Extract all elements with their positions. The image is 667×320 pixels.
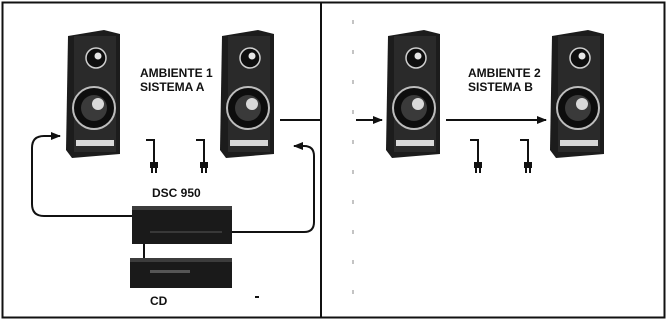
cd-player-unit bbox=[130, 258, 232, 288]
zone-1-title: AMBIENTE 1 SISTEMA A bbox=[140, 66, 213, 94]
power-plug-icon bbox=[196, 140, 208, 173]
amplifier-unit bbox=[132, 206, 232, 244]
speaker-left-1 bbox=[66, 30, 120, 158]
power-plug-icon bbox=[520, 140, 532, 173]
power-plug-icon bbox=[146, 140, 158, 173]
stray-mark bbox=[255, 296, 259, 298]
speaker-left-2 bbox=[220, 30, 274, 158]
zone-2-title: AMBIENTE 2 SISTEMA B bbox=[468, 66, 541, 94]
zone-2-line-1: AMBIENTE 2 bbox=[468, 66, 541, 80]
wire-right-speaker bbox=[232, 146, 314, 232]
zone-1-line-1: AMBIENTE 1 bbox=[140, 66, 213, 80]
zone-2-line-2: SISTEMA B bbox=[468, 80, 541, 94]
speaker-right-1 bbox=[386, 30, 440, 158]
zone-1-line-2: SISTEMA A bbox=[140, 80, 213, 94]
power-plug-icon bbox=[470, 140, 482, 173]
cd-label: CD bbox=[150, 294, 167, 308]
amplifier-label: DSC 950 bbox=[152, 186, 201, 200]
speaker-right-2 bbox=[550, 30, 604, 158]
